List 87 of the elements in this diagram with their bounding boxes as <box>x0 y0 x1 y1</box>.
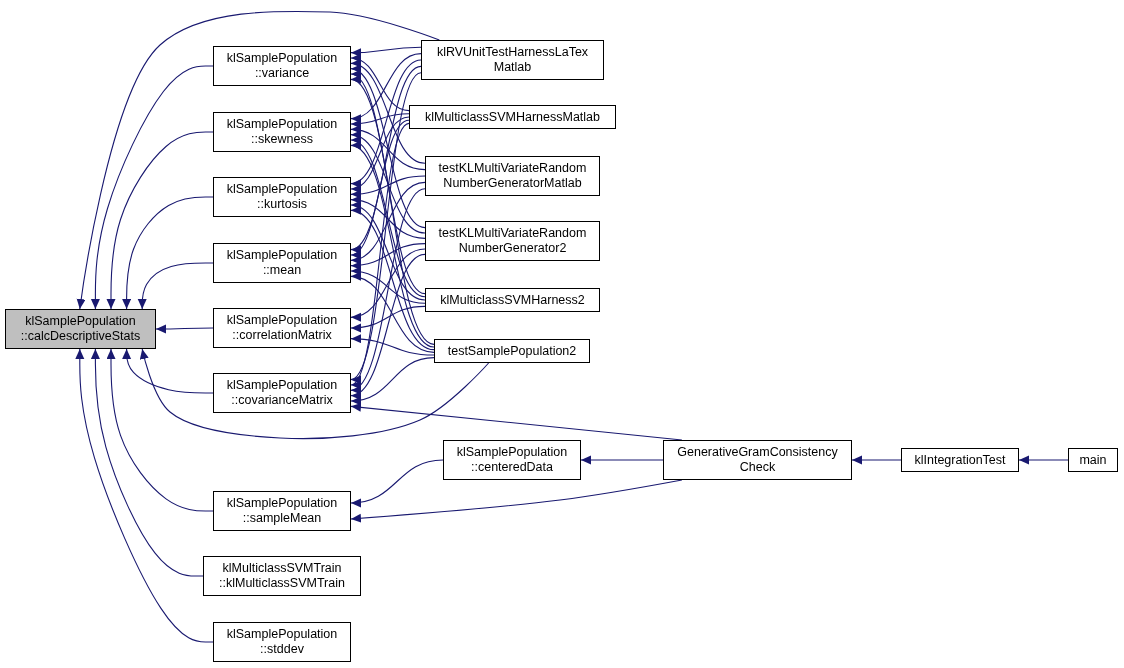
function-name: klSamplePopulation ::covarianceMatrix <box>225 378 339 408</box>
function-box <box>213 373 351 413</box>
call-arrow <box>350 61 426 164</box>
function-box <box>425 156 600 196</box>
call-arrow <box>580 455 664 465</box>
call-arrow <box>350 188 426 391</box>
call-arrow <box>350 116 410 192</box>
call-arrow <box>350 267 426 304</box>
function-box <box>663 440 852 480</box>
function-box <box>1068 448 1118 472</box>
call-arrow <box>139 348 490 440</box>
call-arrow <box>350 78 435 345</box>
function-box <box>213 177 351 217</box>
call-arrow <box>350 59 422 186</box>
call-arrow <box>350 67 426 229</box>
call-arrow <box>350 65 422 251</box>
function-box <box>203 556 361 596</box>
call-arrow <box>122 348 214 394</box>
call-arrow <box>155 324 214 334</box>
function-name: klRVUnitTestHarnessLaTex Matlab <box>435 45 590 75</box>
function-name: klSamplePopulation ::calcDescriptiveStats <box>19 314 142 344</box>
call-arrow <box>350 132 426 234</box>
function-name: klSamplePopulation ::variance <box>225 51 339 81</box>
function-box <box>213 308 351 348</box>
call-arrow <box>75 348 214 643</box>
function-box <box>213 112 351 152</box>
function-box <box>425 288 600 312</box>
call-arrow <box>350 202 426 301</box>
function-box <box>5 309 156 349</box>
call-arrow <box>350 357 435 405</box>
function-name: klSamplePopulation ::sampleMean <box>225 496 339 526</box>
function-name: klMulticlassSVMTrain ::klMulticlassSVMTrain <box>218 561 346 591</box>
function-name: GenerativeGramConsistency Check <box>676 445 839 475</box>
function-name: testKLMultiVariateRandom NumberGeneratorMatlab <box>437 161 588 191</box>
function-box <box>443 440 581 480</box>
function-box <box>213 46 351 86</box>
call-arrow <box>350 113 410 129</box>
call-arrow <box>1018 455 1069 465</box>
function-box <box>421 40 604 80</box>
call-arrow <box>350 72 422 381</box>
function-box <box>409 105 616 129</box>
call-arrow <box>90 65 214 310</box>
call-arrow <box>350 273 435 353</box>
function-box <box>213 243 351 283</box>
call-arrow <box>106 348 214 512</box>
call-arrow <box>350 119 410 256</box>
function-box <box>425 221 600 261</box>
call-arrow <box>106 131 214 310</box>
function-box <box>434 339 590 363</box>
function-name: klIntegrationTest <box>914 452 1006 468</box>
call-arrow <box>350 55 410 112</box>
call-arrow <box>122 196 214 310</box>
call-arrow <box>350 196 426 239</box>
function-name: klSamplePopulation ::kurtosis <box>225 182 339 212</box>
function-name: testKLMultiVariateRandom NumberGenerator2 <box>437 226 588 256</box>
function-box <box>213 491 351 531</box>
call-arrow <box>350 181 426 263</box>
call-arrow <box>137 262 214 310</box>
call-arrow <box>350 46 422 58</box>
call-arrow <box>90 348 204 577</box>
call-arrow <box>350 125 426 171</box>
call-arrow <box>350 175 426 199</box>
call-arrow <box>350 305 426 332</box>
call-arrow <box>76 10 440 310</box>
call-arrow <box>851 455 902 465</box>
call-arrow <box>350 253 426 397</box>
call-arrow <box>350 334 435 356</box>
function-name: main <box>1079 452 1107 468</box>
function-name: klSamplePopulation ::centeredData <box>455 445 569 475</box>
call-arrow <box>350 122 410 386</box>
function-name: klSamplePopulation ::mean <box>225 248 339 278</box>
function-name: klSamplePopulation ::stddev <box>225 627 339 657</box>
function-box <box>901 448 1019 472</box>
function-name: klMulticlassSVMHarness2 <box>440 292 585 308</box>
function-name: klMulticlassSVMHarnessMatlab <box>424 109 601 125</box>
call-arrow <box>350 248 426 321</box>
call-arrow <box>350 73 426 295</box>
call-arrow <box>350 243 426 270</box>
call-arrow <box>350 208 435 351</box>
function-name: testSamplePopulation2 <box>447 343 577 359</box>
function-name: klSamplePopulation ::correlationMatrix <box>225 313 339 343</box>
call-arrow <box>350 459 444 507</box>
call-arrow <box>350 53 422 122</box>
call-arrow <box>350 144 435 348</box>
call-arrow <box>350 139 426 298</box>
function-box <box>213 622 351 662</box>
function-name: klSamplePopulation ::skewness <box>225 117 339 147</box>
